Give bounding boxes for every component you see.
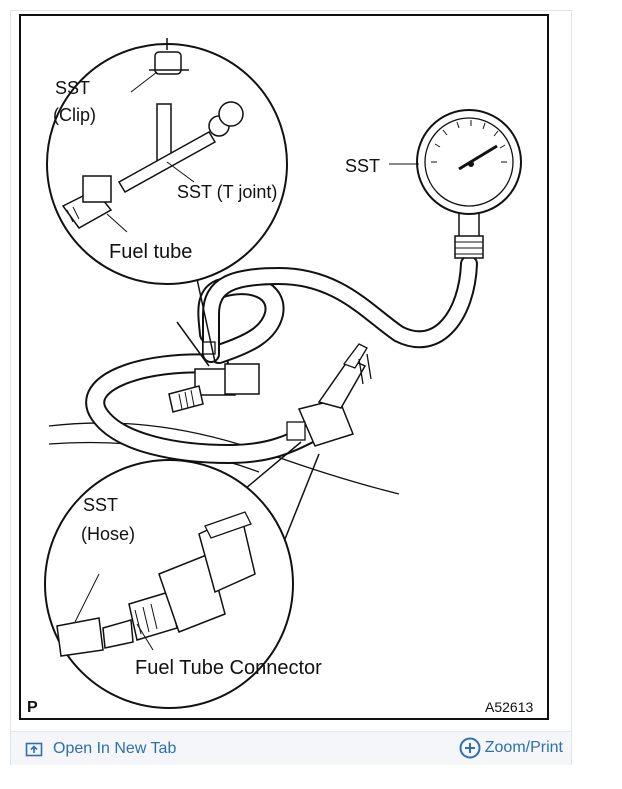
label-sst-hose-2: (Hose) (81, 524, 135, 544)
label-corner-code: P (27, 699, 38, 716)
zoom-print-link[interactable]: Zoom/Print (459, 736, 563, 760)
label-sst-clip-1: SST (55, 78, 90, 98)
zoom-plus-icon (459, 737, 481, 759)
label-fuel-tube: Fuel tube (109, 241, 192, 263)
label-figure-id: A52613 (485, 699, 533, 715)
label-sst-hose-1: SST (83, 495, 118, 515)
label-sst-clip-2: (Clip) (53, 105, 96, 125)
image-footer-bar: Open In New Tab Zoom/Print (11, 731, 571, 765)
label-fuel-tube-connector: Fuel Tube Connector (135, 657, 322, 679)
label-sst-gauge: SST (345, 156, 380, 176)
zoom-print-label: Zoom/Print (484, 739, 563, 756)
open-in-new-tab-icon (25, 741, 43, 757)
open-in-new-tab-label: Open In New Tab (53, 740, 177, 757)
open-in-new-tab-link[interactable]: Open In New Tab (25, 738, 176, 760)
fuel-pressure-diagram: SST (Clip) SST (T joint) Fuel tube SST S… (19, 14, 549, 720)
label-sst-t-joint: SST (T joint) (177, 182, 277, 202)
